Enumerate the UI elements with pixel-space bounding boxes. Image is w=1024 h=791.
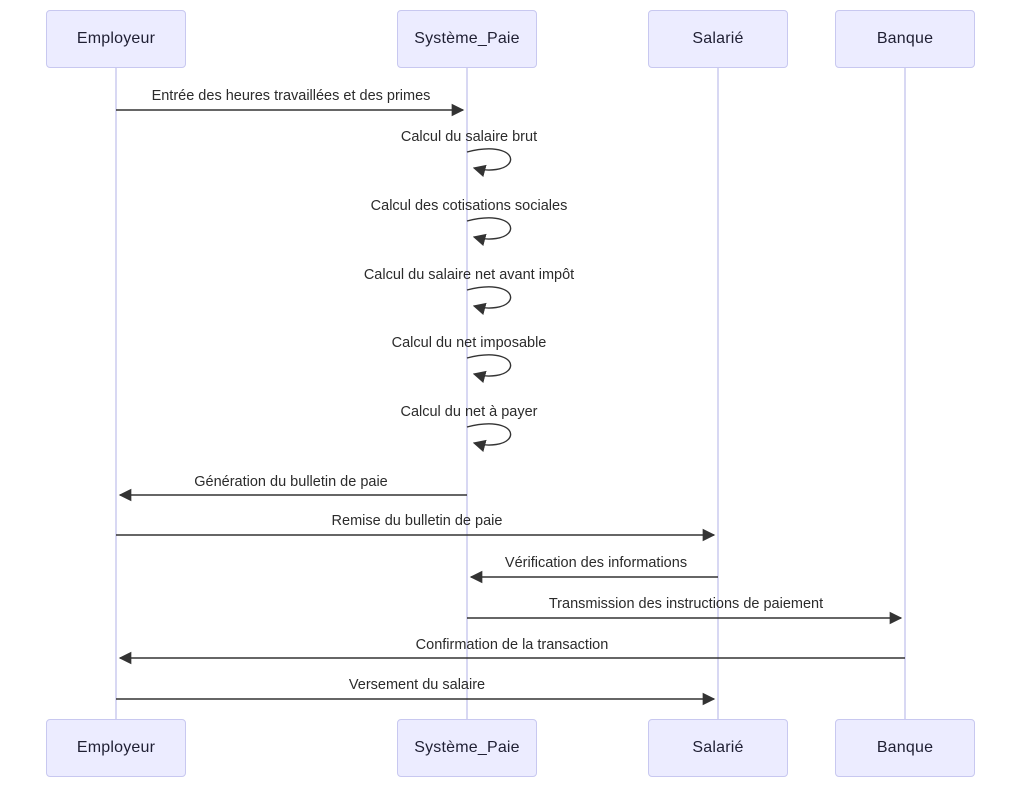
actor-top-salarie: Salarié <box>648 10 788 68</box>
actor-label: Employeur <box>76 739 156 756</box>
message-label-salaire-net-avant-impot: Calcul du salaire net avant impôt <box>363 267 575 283</box>
actor-label: Système_Paie <box>414 30 520 47</box>
self-loop-cotisations-sociales <box>466 217 512 247</box>
message-label-verification-informations: Vérification des informations <box>504 555 688 571</box>
message-label-versement-salaire: Versement du salaire <box>348 677 486 693</box>
actor-bottom-banque: Banque <box>835 719 975 777</box>
message-label-net-a-payer: Calcul du net à payer <box>400 404 538 420</box>
actor-top-systeme-paie: Système_Paie <box>397 10 537 68</box>
actor-top-employeur: Employeur <box>46 10 186 68</box>
message-label-calcul-salaire-brut: Calcul du salaire brut <box>400 129 538 145</box>
actor-bottom-salarie: Salarié <box>648 719 788 777</box>
actor-top-banque: Banque <box>835 10 975 68</box>
actor-bottom-employeur: Employeur <box>46 719 186 777</box>
actor-label: Système_Paie <box>414 739 520 756</box>
self-loop-salaire-net-avant-impot <box>466 286 512 316</box>
actor-label: Banque <box>876 739 934 756</box>
actor-label: Banque <box>876 30 934 47</box>
message-label-remise-bulletin: Remise du bulletin de paie <box>331 513 503 529</box>
actor-label: Employeur <box>76 30 156 47</box>
self-loop-calcul-salaire-brut <box>466 148 512 178</box>
message-label-net-imposable: Calcul du net imposable <box>391 335 547 351</box>
message-label-cotisations-sociales: Calcul des cotisations sociales <box>370 198 568 214</box>
actor-label: Salarié <box>692 739 744 756</box>
self-loop-net-imposable <box>466 354 512 384</box>
message-label-entree-heures: Entrée des heures travaillées et des pri… <box>151 88 431 104</box>
actor-bottom-systeme-paie: Système_Paie <box>397 719 537 777</box>
self-loop-net-a-payer <box>466 423 512 453</box>
message-label-confirmation-transaction: Confirmation de la transaction <box>415 637 609 653</box>
message-label-transmission-instructions: Transmission des instructions de paiemen… <box>548 596 824 612</box>
actor-label: Salarié <box>692 30 744 47</box>
message-label-generation-bulletin: Génération du bulletin de paie <box>194 474 388 490</box>
